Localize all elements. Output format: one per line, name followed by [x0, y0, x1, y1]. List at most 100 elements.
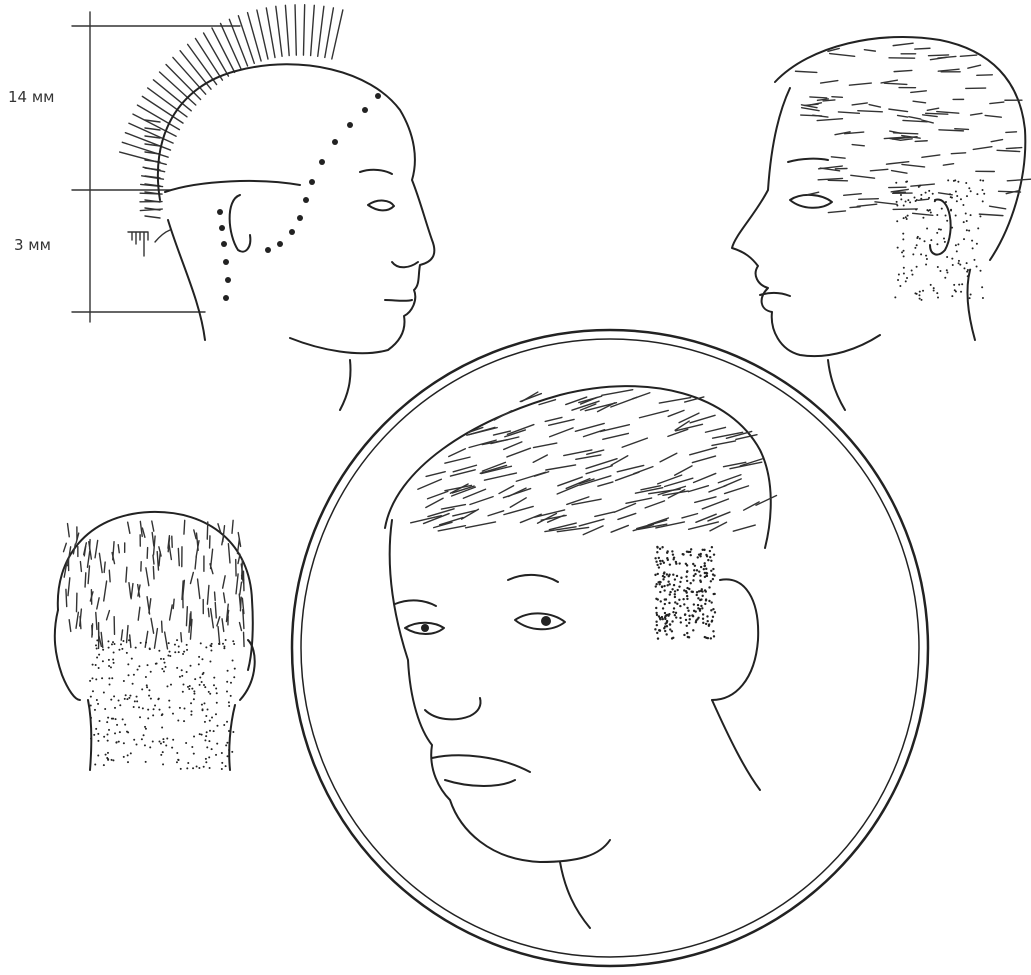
hair-spike: [276, 6, 282, 56]
hair-stroke: [1007, 179, 1031, 181]
stipple-dot: [113, 695, 115, 697]
stipple-dot: [90, 705, 92, 707]
stipple-dot: [680, 621, 682, 623]
stipple-dot: [657, 581, 659, 583]
stipple-dot: [201, 681, 203, 683]
hair-stroke: [129, 583, 131, 598]
hair-spike: [332, 10, 343, 59]
stipple-dot: [928, 197, 930, 199]
stipple-dot: [699, 579, 701, 581]
stipple-dot: [199, 677, 201, 679]
stipple-dot: [138, 665, 140, 667]
stipple-dot: [128, 674, 130, 676]
hair-spike: [318, 6, 324, 56]
stipple-dot: [104, 708, 106, 710]
stipple-dot: [899, 285, 901, 287]
hair-stroke: [709, 486, 726, 492]
stipple-dot: [108, 659, 110, 661]
stipple-dot: [126, 698, 128, 700]
section-line: [165, 181, 300, 192]
stipple-dot: [170, 684, 172, 686]
hair-stroke: [915, 141, 927, 142]
side-eyebrow: [788, 159, 828, 162]
stipple-dot: [905, 181, 907, 183]
stipple-dot: [101, 677, 103, 679]
stipple-dot: [712, 568, 714, 570]
stipple-dot: [712, 608, 714, 610]
stipple-dot: [674, 590, 676, 592]
stipple-dot: [179, 676, 181, 678]
stipple-dot: [714, 611, 716, 613]
hair-stroke: [922, 155, 940, 157]
stipple-dot: [696, 569, 698, 571]
stipple-dot: [708, 586, 710, 588]
hair-stroke: [943, 164, 953, 166]
stipple-dot: [668, 602, 670, 604]
hair-stroke: [244, 632, 245, 646]
hair-stroke: [557, 485, 579, 494]
stipple-dot: [658, 629, 660, 631]
stipple-dot: [150, 671, 152, 673]
hair-stroke: [411, 516, 442, 523]
hair-stroke: [960, 55, 976, 56]
stipple-dot: [686, 595, 688, 597]
stipple-dot: [916, 244, 918, 246]
stipple-dot: [215, 688, 217, 690]
stipple-dot: [939, 270, 941, 272]
stipple-dot: [209, 720, 211, 722]
stipple-dot: [162, 763, 164, 765]
stipple-dot: [145, 761, 147, 763]
stipple-dot: [972, 247, 974, 249]
hair-stroke: [602, 390, 633, 396]
hair-stroke: [690, 447, 717, 454]
stipple-dot: [966, 195, 968, 197]
stipple-dot: [694, 573, 696, 575]
stipple-dot: [196, 765, 198, 767]
stipple-dot: [667, 581, 669, 583]
stipple-dot: [133, 739, 135, 741]
stipple-dot: [897, 247, 899, 249]
stipple-dot: [705, 554, 707, 556]
stipple-dot: [234, 668, 236, 670]
stipple-dot: [897, 279, 899, 281]
stipple-dot: [178, 646, 180, 648]
stipple-dot: [911, 270, 913, 272]
stipple-dot: [108, 665, 110, 667]
stipple-dot: [667, 559, 669, 561]
hair-stroke: [639, 410, 668, 417]
stipple-dot: [674, 578, 676, 580]
stipple-dot: [936, 243, 938, 245]
stipple-dot: [112, 718, 114, 720]
hair-stroke: [918, 199, 928, 200]
stipple-dot: [186, 649, 188, 651]
stipple-dot: [982, 200, 984, 202]
hair-stroke: [733, 525, 755, 531]
measurement-guide: [72, 12, 240, 322]
stipple-dot: [697, 556, 699, 558]
stipple-dot: [161, 713, 163, 715]
stipple-dot: [209, 767, 211, 769]
stipple-dot: [690, 554, 692, 556]
stipple-dot: [198, 663, 200, 665]
stipple-dot: [703, 568, 705, 570]
stipple-dot: [111, 759, 113, 761]
hair-stroke: [894, 70, 912, 71]
stipple-dot: [666, 552, 668, 554]
hair-stroke: [170, 605, 173, 620]
stipple-dot: [909, 201, 911, 203]
stipple-dot: [902, 238, 904, 240]
hair-spike: [295, 5, 296, 55]
stipple-dot: [161, 726, 163, 728]
stipple-dot: [967, 275, 969, 277]
stipple-dot: [968, 187, 970, 189]
stipple-dot: [969, 269, 971, 271]
hair-stroke: [795, 71, 816, 72]
stipple-dot: [199, 733, 201, 735]
hair-stroke: [852, 103, 867, 105]
hair-stroke: [973, 147, 992, 150]
stipple-dot: [674, 593, 676, 595]
stipple-dot: [657, 598, 659, 600]
stipple-dot: [233, 643, 235, 645]
hair-stroke: [207, 522, 208, 539]
stipple-dot: [655, 583, 657, 585]
